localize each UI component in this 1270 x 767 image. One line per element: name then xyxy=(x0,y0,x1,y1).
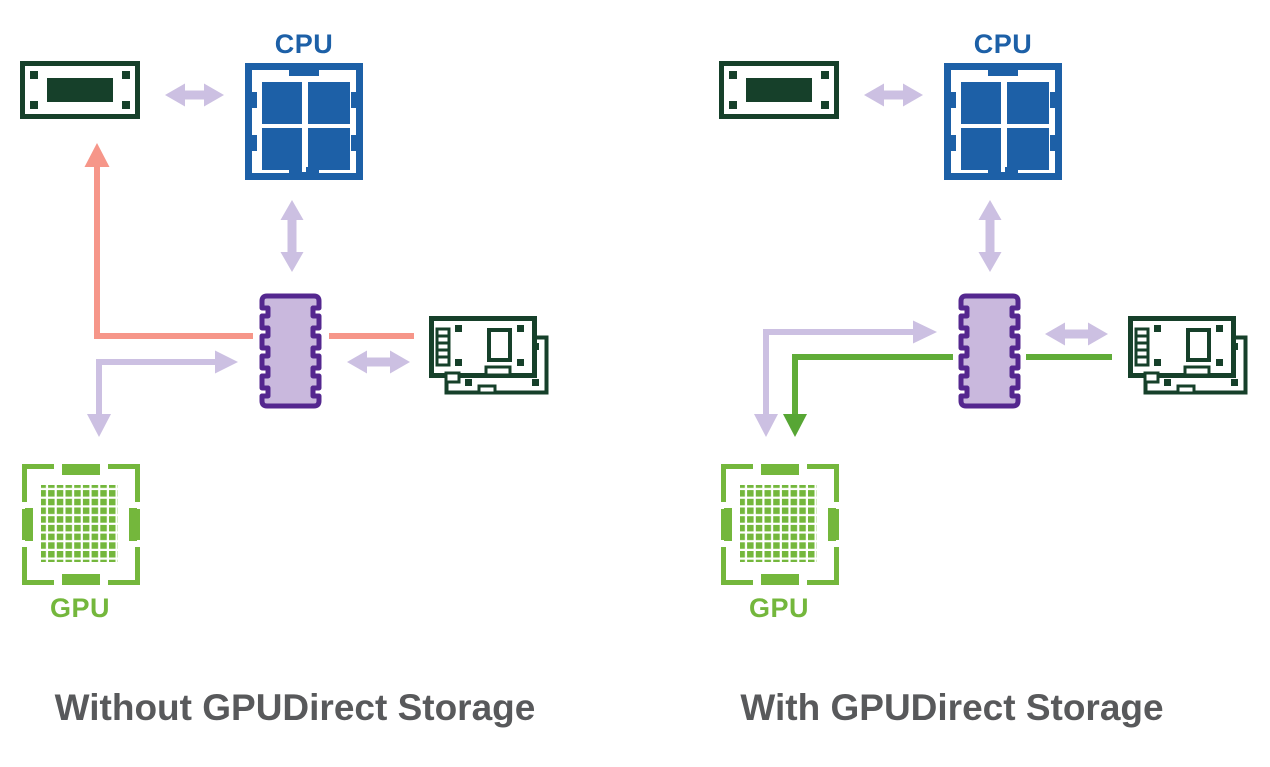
cpu-icon xyxy=(944,63,1062,180)
right-cpu-switch-double-arrow xyxy=(978,200,1002,272)
left-switch-gpu-elbow-double-arrow xyxy=(87,350,238,437)
pcie-switch-icon xyxy=(957,292,1022,410)
caption-with-gpudirect: With GPUDirect Storage xyxy=(740,687,1164,728)
cpu-label: CPU xyxy=(274,29,334,59)
left-switch-nic-double-arrow xyxy=(347,350,410,374)
right-switch-nic-double-arrow xyxy=(1045,322,1108,346)
system-memory-icon xyxy=(719,61,839,119)
gpu-icon xyxy=(721,464,839,585)
left-memory-cpu-double-arrow xyxy=(165,83,224,107)
gpu-label: GPU xyxy=(49,593,111,623)
left-storage-to-memory-salmon-path xyxy=(84,143,414,339)
cpu-label: CPU xyxy=(973,29,1033,59)
nic-storage-card-icon xyxy=(429,316,551,396)
gpu-icon xyxy=(22,464,140,585)
left-cpu-switch-double-arrow xyxy=(280,200,304,272)
right-gpu-to-switch-lavender-elbow-arrow xyxy=(754,320,937,437)
system-memory-icon xyxy=(20,61,140,119)
caption-without-gpudirect: Without GPUDirect Storage xyxy=(54,687,536,728)
nic-storage-card-icon xyxy=(1128,316,1250,396)
gpu-label: GPU xyxy=(748,593,810,623)
right-storage-to-gpu-green-path xyxy=(783,354,1112,437)
right-memory-cpu-double-arrow xyxy=(864,83,923,107)
cpu-icon xyxy=(245,63,363,180)
pcie-switch-icon xyxy=(258,292,323,410)
